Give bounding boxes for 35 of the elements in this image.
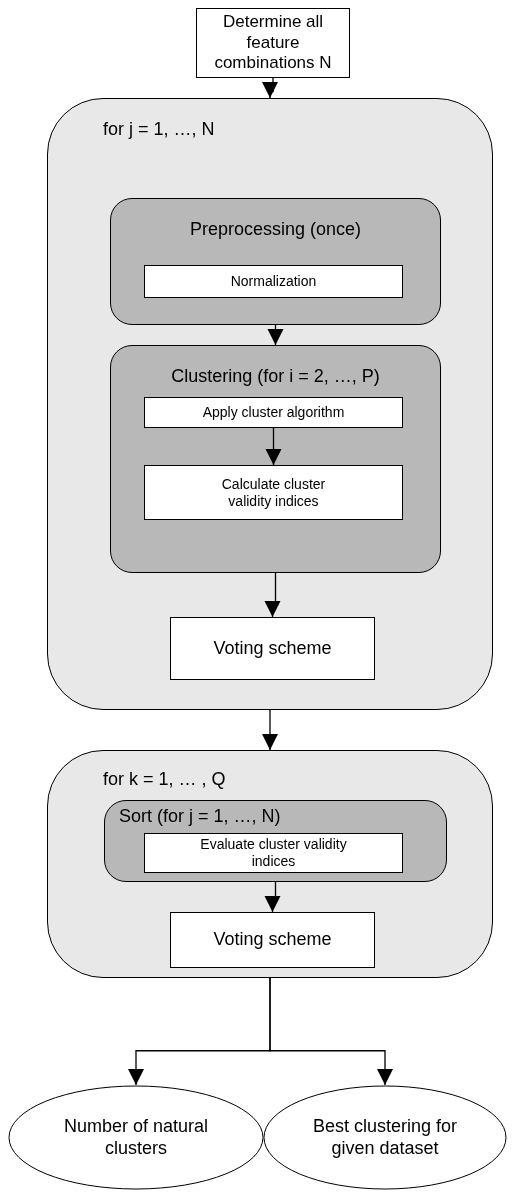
result-ellipse [8,1085,264,1190]
node-label: Best clustering for given dataset [311,1115,459,1160]
arrow [265,427,282,466]
container-heading: for k = 1, … , Q [103,769,226,791]
process-box [144,397,403,428]
step-group [110,198,441,325]
process-box [144,465,403,520]
process-box [144,265,403,298]
process-box [170,617,375,680]
arrow [264,881,281,913]
process-box [170,912,375,968]
node-label: Evaluate cluster validity indices [199,836,348,870]
loop-container [47,98,493,710]
step-group [104,800,447,882]
node-label: Number of natural clusters [62,1115,210,1160]
node-label: Apply cluster algorithm [202,404,345,421]
arrow [269,977,393,1086]
container-heading: for j = 1, …, N [103,119,215,141]
result-ellipse [263,1085,507,1190]
node-label: Voting scheme [213,929,332,951]
node-label: Determine all feature combinations N [213,12,333,74]
arrow [262,709,278,751]
container-heading: Sort (for j = 1, …, N) [119,806,281,828]
arrow [267,324,284,346]
node-label: Normalization [230,273,317,290]
container-heading: Preprocessing (once) [189,219,362,241]
node-label: Calculate cluster validity indices [220,475,327,510]
arrow [262,77,278,99]
process-box [144,833,403,873]
step-group [110,345,441,573]
process-box [196,8,350,78]
node-label: Voting scheme [213,637,332,660]
container-heading: Clustering (for i = 2, …, P) [171,366,380,388]
loop-container [47,750,493,978]
arrow [264,572,281,618]
